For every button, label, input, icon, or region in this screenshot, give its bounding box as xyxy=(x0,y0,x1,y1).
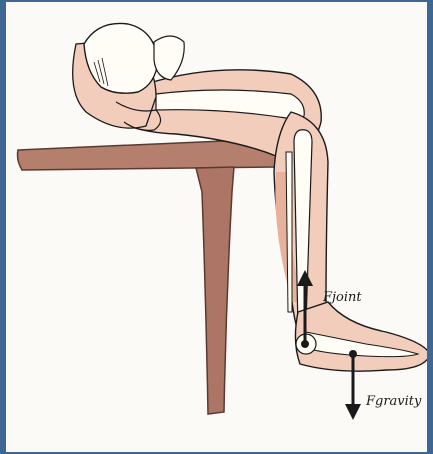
table-leg xyxy=(196,167,234,414)
joint-force-point xyxy=(301,340,309,348)
body-illustration xyxy=(6,2,433,454)
joint-force-label: Fjoint xyxy=(323,290,362,305)
gravity-force-point xyxy=(349,350,357,358)
sacrum-bone xyxy=(154,36,184,80)
gravity-force-arrow-head xyxy=(345,404,361,420)
gravity-force-label: Fgravity xyxy=(366,394,421,409)
foot xyxy=(295,302,430,371)
fibula-bone xyxy=(286,152,292,312)
table xyxy=(18,139,277,414)
